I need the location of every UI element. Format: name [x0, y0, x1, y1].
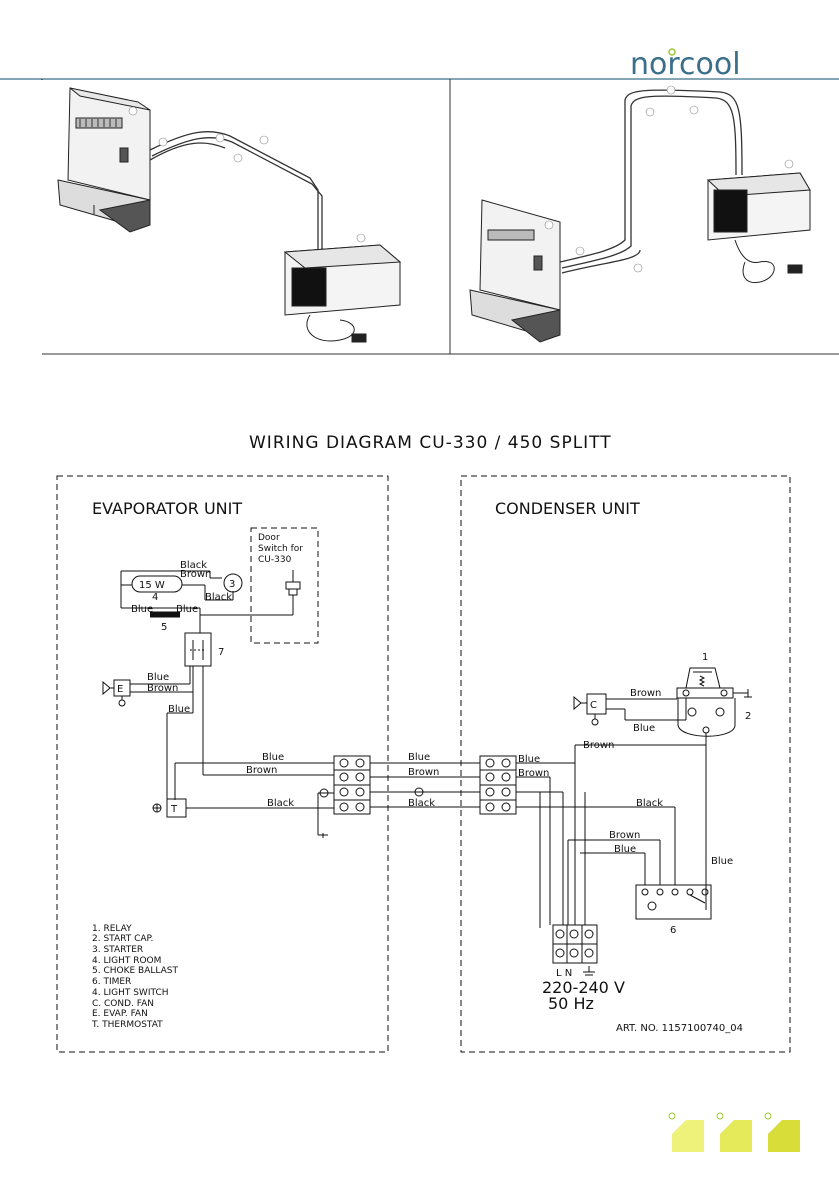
earth-connector-evap	[319, 788, 329, 798]
thermostat-letter: T	[170, 804, 178, 815]
legend-item: T. THERMOSTAT	[91, 1020, 163, 1030]
legend-item: 3. STARTER	[92, 945, 143, 955]
left-callouts	[128, 106, 366, 243]
header: norcool	[0, 47, 839, 82]
wire-label-black-evap-main: Black	[267, 798, 294, 809]
logo-dot	[668, 48, 676, 56]
cond-terminal-block	[479, 755, 517, 815]
wire-label-blue-interconnect: Blue	[408, 752, 430, 763]
light-switch-symbol	[184, 632, 212, 667]
timer-number: 6	[670, 925, 676, 936]
wire-label-black-interconnect: Black	[408, 798, 435, 809]
timer-box	[635, 884, 712, 920]
starter-number: 3	[229, 579, 235, 590]
condenser-unit-frame	[460, 475, 791, 1053]
wire-label-black-cond: Black	[636, 798, 663, 809]
starter-symbol	[223, 573, 243, 593]
wire-label-brown-relay: Brown	[583, 740, 614, 751]
wire-label-blue-evap-fan: Blue	[147, 672, 169, 683]
interconnect-wires	[370, 762, 480, 808]
ballast-number: 5	[161, 622, 167, 633]
article-number: ART. NO. 1157100740_04	[616, 1023, 743, 1034]
wire-label-blue-cond-block: Blue	[518, 754, 540, 765]
lamp-tube	[131, 575, 183, 593]
installation-illustrations	[41, 79, 839, 355]
door-switch-label-3: CU-330	[258, 555, 292, 565]
legend-item: 2. START CAP.	[92, 934, 153, 944]
cond-fan-box	[586, 693, 607, 715]
wire-label-blue-timer: Blue	[614, 844, 636, 855]
right-condenser-drawing	[706, 172, 811, 284]
supply-voltage: 220-240 V	[542, 978, 625, 997]
diagram-title: WIRING DIAGRAM CU-330 / 450 SPLITT	[249, 433, 612, 453]
cond-fan-icon	[573, 695, 599, 726]
wire-label-blue-relay-timer: Blue	[711, 856, 733, 867]
wire-label-brown-top: Brown	[180, 569, 211, 580]
timer-contacts	[641, 888, 709, 911]
right-pipes	[559, 89, 743, 274]
wire-label-brown-interconnect: Brown	[408, 767, 439, 778]
door-switch-label-1: Door	[258, 533, 280, 543]
evaporator-unit-title: EVAPORATOR UNIT	[92, 499, 242, 518]
wire-label-brown-evap-fan: Brown	[147, 683, 178, 694]
condenser-unit-title: CONDENSER UNIT	[495, 499, 640, 518]
legend: 1. RELAY 2. START CAP. 3. STARTER 4. LIG…	[91, 924, 178, 1030]
left-condenser-drawing	[283, 244, 402, 343]
legend-item: C. COND. FAN	[92, 999, 154, 1009]
right-callouts	[544, 85, 794, 273]
legend-item: 1. RELAY	[92, 924, 132, 934]
wire-label-brown-cond-fan: Brown	[630, 688, 661, 699]
legend-item: 4. LIGHT ROOM	[92, 956, 161, 966]
light-number: 4	[152, 592, 158, 603]
relay-symbol	[676, 667, 752, 737]
light-switch-contacts	[190, 615, 206, 775]
left-pipes	[149, 131, 323, 250]
wire-label-blue-thermostat: Blue	[168, 704, 190, 715]
start-cap-number: 2	[745, 711, 751, 722]
cond-fan-wiring	[574, 698, 707, 910]
wire-label-blue-cond-fan: Blue	[633, 723, 655, 734]
supply-frequency: 50 Hz	[548, 994, 594, 1013]
wire-label-black-starter: Black	[205, 592, 232, 603]
wire-label-brown-timer: Brown	[609, 830, 640, 841]
left-evaporator-drawing	[57, 87, 151, 233]
lamp-wattage: 15 W	[139, 580, 165, 591]
door-switch-frame	[250, 527, 319, 644]
door-switch-label-2: Switch for	[258, 544, 303, 554]
ground-symbol-evap	[318, 833, 328, 838]
legend-item: 5. CHOKE BALLAST	[92, 966, 178, 976]
evap-fan-icon	[102, 666, 193, 707]
thermostat-wiring	[166, 700, 334, 835]
relay-number: 1	[702, 652, 708, 663]
door-switch-symbol	[285, 570, 301, 596]
thermostat-box	[166, 798, 187, 818]
supply-terminal-block	[552, 924, 598, 964]
supply-earth-symbol	[583, 966, 595, 976]
wire-label-blue-ballast-right: Blue	[176, 604, 198, 615]
legend-item: 6. TIMER	[92, 977, 131, 987]
supply-terminals: L N	[556, 968, 572, 979]
cond-supply-wiring	[516, 762, 707, 928]
wire-label-brown-cond-block: Brown	[518, 768, 549, 779]
thermostat-earth-icon	[152, 803, 162, 813]
wire-label-black-top: Black	[180, 560, 207, 571]
legend-item: E. EVAP. FAN	[92, 1009, 148, 1019]
brand-logo: norcool	[630, 47, 741, 82]
wire-label-brown-evap-main: Brown	[246, 765, 277, 776]
light-switch-number: 7	[218, 647, 224, 658]
footer-brand-squares	[668, 1112, 800, 1152]
legend-item: 4. LIGHT SWITCH	[92, 988, 169, 998]
wire-label-blue-evap-main: Blue	[262, 752, 284, 763]
wire-label-blue-ballast-left: Blue	[131, 604, 153, 615]
light-circuit	[120, 570, 294, 618]
evap-fan-letter: E	[117, 684, 123, 695]
cond-fan-letter: C	[590, 700, 597, 711]
evap-terminal-block	[333, 755, 371, 815]
right-evaporator-drawing	[469, 199, 561, 343]
evaporator-unit-frame	[56, 475, 389, 1053]
